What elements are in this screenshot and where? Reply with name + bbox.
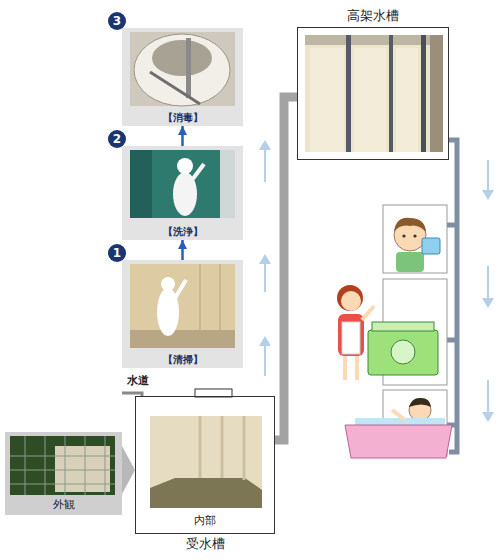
callout-number: 2 [108, 130, 126, 148]
callout-number: 3 [108, 12, 126, 30]
photo-bg [130, 32, 235, 106]
photo-bg [305, 35, 443, 152]
tank-exterior [55, 446, 110, 492]
washing-machine [368, 330, 438, 375]
boy-shirt [396, 252, 424, 272]
tank-floor [130, 330, 235, 348]
worker-arm [192, 164, 204, 180]
man-hair [409, 398, 431, 407]
flow-arrow-head [259, 336, 271, 346]
boy-eye [413, 234, 416, 237]
man-arm [392, 410, 405, 420]
flow-arrow-head [482, 190, 494, 200]
callout-number: 1 [108, 244, 126, 262]
bathtub [345, 425, 452, 458]
boy-hair [394, 218, 426, 232]
tank-floor [150, 478, 262, 508]
tank-pipe [346, 35, 351, 152]
tank-panel [354, 48, 386, 152]
tank-panel [310, 48, 344, 152]
spray-wand [150, 72, 200, 104]
tank-pipe [186, 38, 191, 98]
machine-lid [372, 322, 434, 331]
use-frame [383, 205, 447, 273]
tank-pipe [421, 35, 426, 152]
supply-pipe [275, 97, 297, 440]
photo-bg [130, 150, 235, 218]
flow-arrow-head [482, 298, 494, 308]
flow-arrow-head [259, 140, 271, 150]
woman-arm [362, 306, 374, 320]
panel-seam [219, 264, 221, 330]
step-photo-box: 【清掃】 [122, 260, 243, 368]
flow-arrow [264, 148, 266, 182]
tank-panel [396, 48, 418, 152]
flow-arrow-head [482, 412, 494, 422]
panel-seam [199, 264, 201, 330]
tank-wall [130, 150, 152, 218]
supply-branch [447, 225, 457, 425]
step-panel [122, 146, 243, 240]
woman-face [341, 291, 361, 311]
exterior-photo-box: 外観 [5, 432, 122, 515]
building-wall [430, 35, 443, 152]
photo-bg [130, 264, 235, 348]
flow-arrow [264, 344, 266, 376]
panel-rib [200, 416, 244, 480]
tank-pipe [389, 35, 393, 152]
photo-bg [10, 436, 115, 495]
worker-head [177, 158, 193, 174]
photo-panel [5, 432, 122, 515]
woman-apron [342, 322, 360, 354]
step-caption: 【清掃】 [163, 353, 203, 366]
cup [422, 238, 440, 254]
step-arrow [181, 240, 184, 260]
tank-title: 受水槽 [186, 536, 225, 553]
step-caption: 【消毒】 [163, 111, 203, 124]
flow-arrow [487, 380, 489, 414]
flow-arrow [264, 262, 266, 292]
fence [10, 436, 115, 495]
photo-caption: 外観 [53, 498, 75, 512]
worker-head [161, 277, 175, 291]
worker-arm [175, 280, 186, 298]
pipe-label: 水道 [127, 373, 149, 388]
tank-photo-box: 内部受水槽 [135, 396, 275, 534]
tank-door [220, 150, 235, 218]
machine-window [391, 340, 415, 364]
flow-arrow [487, 266, 489, 300]
woman-dress [338, 314, 364, 356]
supply-pipe [449, 140, 457, 452]
photo-bg [150, 416, 262, 508]
tank-opening [152, 40, 212, 76]
step-arrow [181, 126, 184, 146]
photo-caption: 内部 [194, 514, 216, 528]
tank-title: 高架水槽 [347, 8, 399, 25]
step-panel [122, 260, 243, 368]
woman-hair [337, 285, 363, 311]
step-caption: 【洗浄】 [163, 225, 203, 238]
woman-leg [343, 356, 347, 380]
step-photo-box: 【洗浄】 [122, 146, 243, 240]
boy-eye [402, 234, 405, 237]
step-photo-box: 【消毒】 [122, 28, 243, 126]
woman-leg [355, 356, 359, 380]
flow-arrow-head [259, 254, 271, 264]
tank-photo-box: 高架水槽 [297, 27, 449, 160]
tank-dome [134, 34, 230, 106]
callout-wedge [122, 446, 135, 494]
step-panel [122, 28, 243, 126]
flow-arrow [487, 160, 489, 192]
